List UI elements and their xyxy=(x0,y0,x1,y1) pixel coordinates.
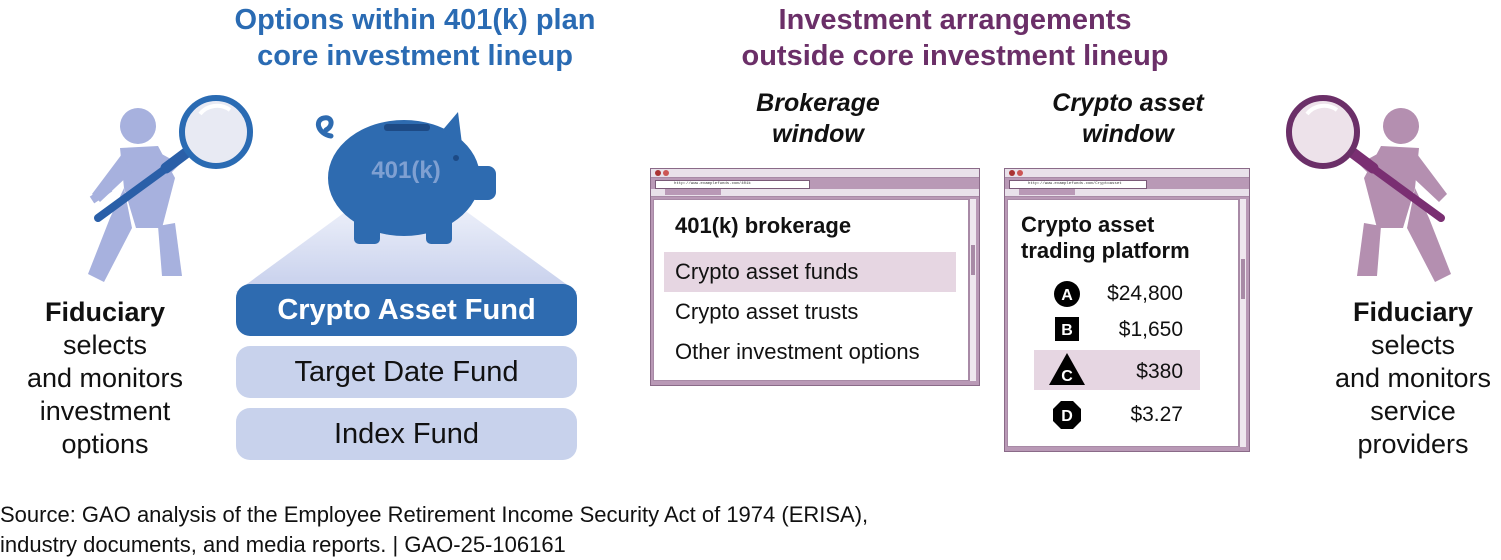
fund-crypto-asset: Crypto Asset Fund xyxy=(236,284,577,336)
left-heading-line1: Options within 401(k) plan xyxy=(234,4,596,36)
brokerage-url-bar: http://www.examplefunds.com/401k xyxy=(655,180,810,189)
brokerage-scroll-thumb xyxy=(971,245,975,275)
brokerage-tab xyxy=(665,189,721,195)
window-dot-icon xyxy=(1017,170,1023,176)
crypto-title-line1: Crypto asset xyxy=(1052,89,1204,117)
window-dot-icon xyxy=(1009,170,1015,176)
crypto-heading-line2: trading platform xyxy=(1021,238,1190,263)
brokerage-item-crypto-funds: Crypto asset funds xyxy=(664,252,956,292)
right-heading: Investment arrangements outside core inv… xyxy=(680,2,1230,74)
fund-target-date: Target Date Fund xyxy=(236,346,577,398)
piggy-bank-icon xyxy=(236,112,577,292)
asset-price-a: $24,800 xyxy=(1107,282,1183,305)
fiduciary-left-text: Fiduciary selects and monitors investmen… xyxy=(10,296,200,461)
brokerage-item-crypto-trusts: Crypto asset trusts xyxy=(675,299,859,324)
crypto-tab xyxy=(1019,189,1075,195)
symbol-a-text: A xyxy=(1061,287,1073,304)
fiduciary-right-title: Fiduciary xyxy=(1352,297,1474,327)
crypto-heading-line1: Crypto asset xyxy=(1021,212,1155,237)
crypto-content xyxy=(1007,199,1239,447)
symbol-b-text: B xyxy=(1061,322,1073,339)
right-heading-line1: Investment arrangements xyxy=(778,4,1132,36)
triangle-symbol-icon: C xyxy=(1049,353,1085,385)
symbol-d-text: D xyxy=(1061,408,1073,425)
asset-price-c: $380 xyxy=(1136,360,1183,383)
brokerage-item-other: Other investment options xyxy=(675,339,920,364)
fiduciary-right-line: and monitors xyxy=(1334,363,1492,393)
asset-price-d: $3.27 xyxy=(1130,403,1183,426)
fiduciary-left-line: and monitors xyxy=(26,363,184,393)
brokerage-title-line2: window xyxy=(772,120,864,148)
piggy-label: 401(k) xyxy=(371,157,441,184)
fiduciary-right-text: Fiduciary selects and monitors service p… xyxy=(1318,296,1501,461)
brokerage-heading: 401(k) brokerage xyxy=(675,213,852,238)
crypto-scrollbar xyxy=(1239,199,1246,447)
octagon-symbol-icon: D xyxy=(1053,401,1081,429)
window-dot-icon xyxy=(655,170,661,176)
window-dot-icon xyxy=(663,170,669,176)
square-symbol-icon: B xyxy=(1055,317,1079,341)
asset-price-b: $1,650 xyxy=(1118,318,1183,341)
right-heading-line2: outside core investment lineup xyxy=(741,40,1169,72)
brokerage-window-title: Brokerage window xyxy=(700,88,936,150)
fiduciary-left-line: selects xyxy=(62,330,148,360)
crypto-tabline xyxy=(1005,189,1249,197)
fiduciary-right-line: selects xyxy=(1370,330,1456,360)
fiduciary-right-line: providers xyxy=(1357,429,1469,459)
fiduciary-left-line: investment xyxy=(39,396,171,426)
brokerage-tabline xyxy=(651,189,979,197)
fiduciary-right-line: service xyxy=(1370,396,1456,426)
brokerage-titlebar xyxy=(651,169,979,178)
fund-index: Index Fund xyxy=(236,408,577,460)
circle-symbol-icon: A xyxy=(1054,281,1080,307)
source-line2: industry documents, and media reports. |… xyxy=(0,532,566,557)
source-line1: Source: GAO analysis of the Employee Ret… xyxy=(0,502,869,527)
left-heading-line2: core investment lineup xyxy=(257,40,573,72)
symbol-c-text: C xyxy=(1061,368,1073,385)
crypto-scroll-thumb xyxy=(1241,259,1245,299)
crypto-heading: Crypto asset trading platform xyxy=(1021,212,1190,264)
fiduciary-left-line: options xyxy=(61,429,149,459)
source-note: Source: GAO analysis of the Employee Ret… xyxy=(0,500,868,560)
left-heading: Options within 401(k) plan core investme… xyxy=(160,2,670,74)
crypto-titlebar xyxy=(1005,169,1249,178)
crypto-browser-window: http://www.examplefunds.com/Cryptoasset xyxy=(1004,168,1250,452)
crypto-title-line2: window xyxy=(1082,120,1174,148)
crypto-window-title: Crypto asset window xyxy=(1010,88,1246,150)
fiduciary-left-icon xyxy=(88,95,253,282)
brokerage-scrollbar xyxy=(969,199,976,381)
crypto-url-bar: http://www.examplefunds.com/Cryptoasset xyxy=(1009,180,1147,189)
fiduciary-left-title: Fiduciary xyxy=(44,297,166,327)
brokerage-title-line1: Brokerage xyxy=(756,89,880,117)
fiduciary-right-icon xyxy=(1286,95,1451,282)
